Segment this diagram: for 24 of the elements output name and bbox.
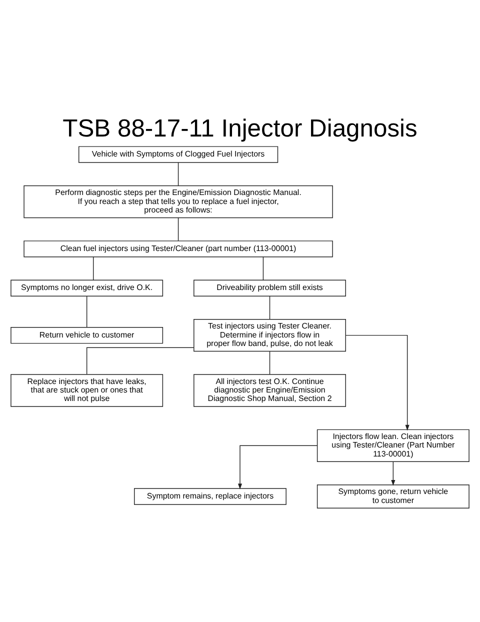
- connector: [178, 217, 179, 242]
- connector: [86, 296, 88, 328]
- node-box: Symptoms no longer exist, drive O.K.: [10, 280, 164, 296]
- connector: [269, 351, 270, 375]
- node-box: All injectors test O.K. Continue diagnostic per Engine/Emission Diagnostic Shop Manual, Section 2: [194, 374, 346, 407]
- arrow: [238, 445, 318, 490]
- node-box: Clean fuel injectors using Tester/Cleaner (part number (113-00001): [24, 240, 333, 258]
- node-box: Driveability problem still exists: [194, 280, 346, 296]
- node-box: Symptom remains, replace injectors: [134, 488, 286, 505]
- diagram-title: TSB 88-17-11 Injector Diagnosis: [62, 116, 418, 143]
- node-box: Replace injectors that have leaks, that are stuck open or ones that will not pulse: [10, 374, 164, 407]
- connector: [262, 256, 264, 280]
- connector: [93, 256, 94, 280]
- connector: [178, 162, 179, 186]
- node-box: Symptoms gone, return vehicle to customer: [316, 484, 470, 508]
- node-box: Perform diagnostic steps per the Engine/Emission Diagnostic Manual. If you reach a step that tells you to replace a fuel injector, proceed as follows:: [24, 185, 333, 218]
- connector: [86, 347, 194, 375]
- arrow: [345, 334, 410, 431]
- node-box: Injectors flow lean. Clean injectors using Tester/Cleaner (Part Number 113-00001): [316, 429, 470, 462]
- node-box: Vehicle with Symptoms of Clogged Fuel Injectors: [78, 146, 278, 163]
- node-box: Test injectors using Tester Cleaner. Determine if injectors flow in proper flow band, pulse, do not leak: [194, 318, 346, 352]
- connector: [269, 296, 270, 320]
- arrow: [391, 461, 396, 486]
- node-box: Return vehicle to customer: [10, 326, 164, 344]
